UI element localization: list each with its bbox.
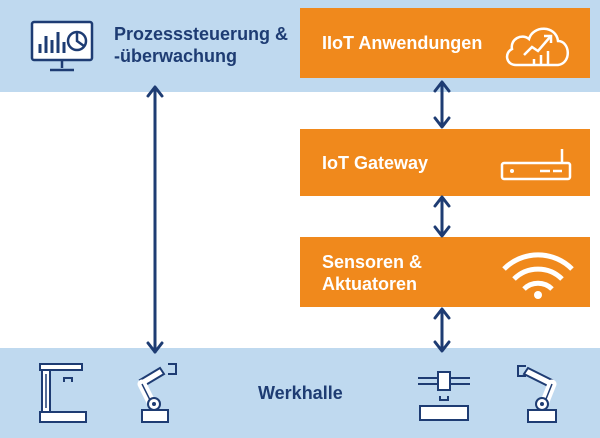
sensors-actuators-label: Sensoren & Aktuatoren xyxy=(322,252,423,294)
iot-gateway-label: IoT Gateway xyxy=(322,153,429,173)
cloud-chart-icon xyxy=(505,27,569,67)
arrow-gateway-to-sensors xyxy=(433,195,451,238)
milling-machine-icon xyxy=(418,371,470,421)
arrow-process-to-factory xyxy=(146,85,164,354)
factory-band xyxy=(0,348,600,438)
dashboard-monitor-icon xyxy=(30,20,94,72)
arrow-sensors-to-factory xyxy=(433,307,451,353)
iot-gateway-box: IoT Gateway xyxy=(300,129,590,196)
iiot-applications-label: IIoT Anwendungen xyxy=(322,33,483,53)
wifi-signal-icon xyxy=(502,252,574,299)
arrow-apps-to-gateway xyxy=(433,80,451,129)
sensors-actuators-box: Sensoren & Aktuatoren xyxy=(300,237,590,307)
router-icon xyxy=(500,149,572,181)
cnc-machine-icon xyxy=(39,363,87,423)
robot-arm-icon xyxy=(137,363,177,423)
process-control-label: Prozesssteuerung & -überwachung xyxy=(114,24,289,66)
factory-label: Werkhalle xyxy=(258,383,343,403)
iiot-applications-box: IIoT Anwendungen xyxy=(300,8,590,78)
robot-arm-icon xyxy=(517,365,557,423)
